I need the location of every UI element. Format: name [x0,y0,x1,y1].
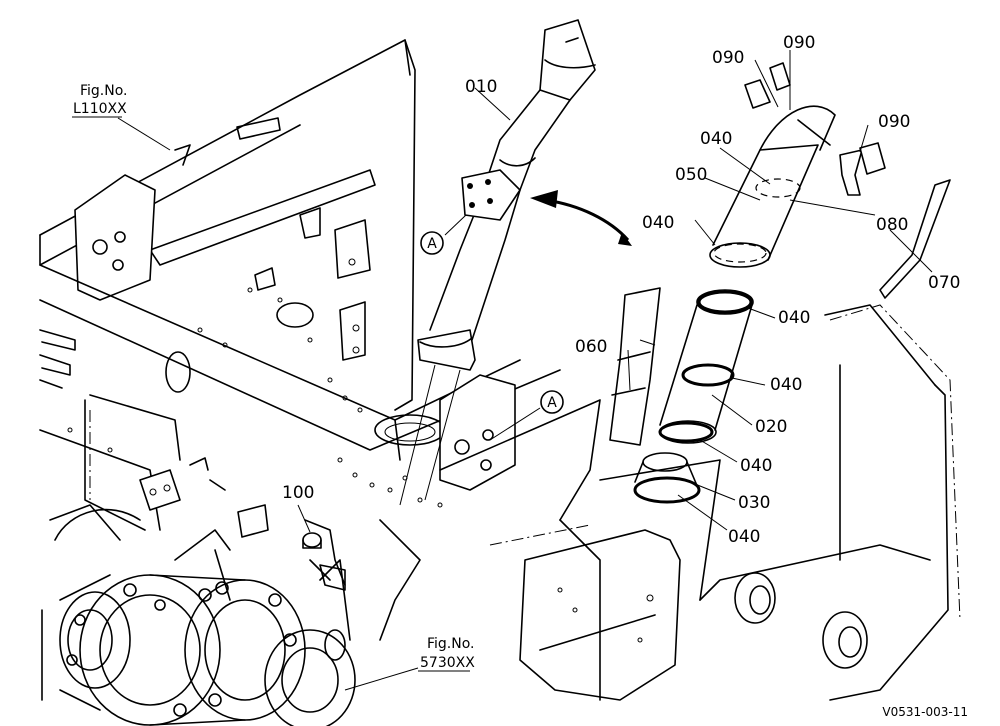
leader-lines [117,50,933,691]
part-label-090: 090 [783,33,815,53]
part-label-040: 040 [770,375,802,395]
strip-070 [879,179,951,299]
pads-090 [744,62,886,175]
frame-small-parts [139,457,346,591]
direction-arrow [530,190,632,246]
fig-ref-lower-title: Fig.No. [427,636,475,652]
machine-frame [39,39,961,701]
figure-reference-upper: Fig.No. L110XX [72,83,128,118]
callout-a-lower-text: A [547,395,557,411]
part-label-030: 030 [738,493,770,513]
fig-ref-upper-value: L110XX [73,101,127,117]
part-label-060: 060 [575,337,607,357]
figure-code: V0531-003-11 [882,705,968,719]
figure-reference-lower: Fig.No. 5730XX [418,636,475,672]
part-label-040: 040 [778,308,810,328]
pipe-050 [709,105,836,268]
part-label-090: 090 [878,112,910,132]
engine-assembly [41,504,356,726]
part-label-100: 100 [282,483,314,503]
part-label-010: 010 [465,77,497,97]
pipe-020 [658,289,754,444]
part-label-050: 050 [675,165,707,185]
strip-080 [839,149,863,196]
guide-line [424,369,461,501]
guide-line [399,364,436,506]
engine-bolts [66,581,297,717]
fig-ref-lower-value: 5730XX [420,655,475,671]
part-label-080: 080 [876,215,908,235]
part-label-090: 090 [712,48,744,68]
callout-a-upper: A [420,231,444,255]
part-label-040: 040 [642,213,674,233]
part-label-070: 070 [928,273,960,293]
callout-a-upper-text: A [427,236,437,252]
callout-a-lower: A [540,390,564,414]
part-label-040: 040 [728,527,760,547]
part-label-040: 040 [740,456,772,476]
part-label-040: 040 [700,129,732,149]
pipe-010 [417,19,596,371]
part-label-020: 020 [755,417,787,437]
bell-030 [633,452,701,504]
strip-060 [609,287,661,446]
plug-100 [302,532,322,549]
fig-ref-upper-title: Fig.No. [80,83,128,99]
